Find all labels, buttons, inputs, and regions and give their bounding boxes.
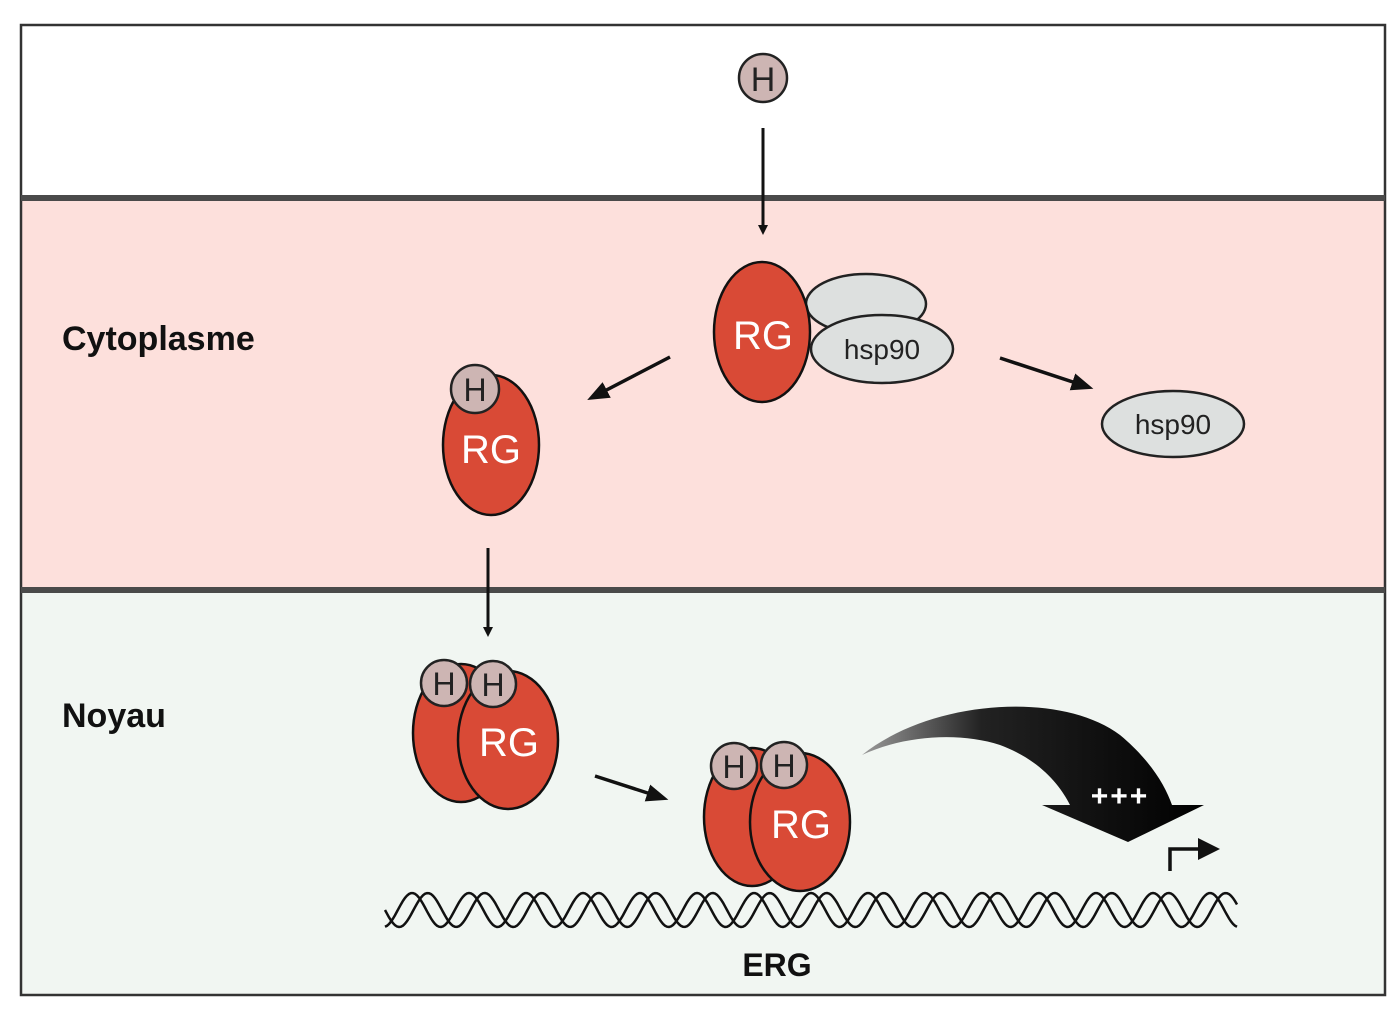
receptor-label: RG	[733, 314, 793, 358]
hormone-label: H	[722, 749, 745, 785]
receptor-label: RG	[771, 803, 831, 847]
bound-hormone	[759, 740, 809, 790]
dissociation-arrow-right	[999, 356, 1094, 391]
receptor-label: RG	[479, 721, 539, 765]
bound-hormone	[468, 659, 518, 709]
hormone-label: H	[751, 61, 776, 99]
bound-hormone	[709, 741, 759, 791]
activation-label: +++	[1091, 780, 1150, 813]
nucleus-zone	[21, 590, 1385, 995]
dna-binding-arrow	[594, 774, 669, 802]
hormone-label: H	[432, 666, 455, 702]
transactivation-arrow: +++	[862, 706, 1204, 842]
dna-strand-2	[384, 891, 1238, 929]
gene-label: ERG	[742, 947, 811, 983]
hormone-label: H	[481, 667, 504, 703]
hsp90-front	[809, 313, 955, 385]
dissociation-arrow-left	[587, 355, 671, 401]
hormone-label: H	[463, 372, 486, 408]
receptor	[712, 260, 812, 404]
bound-hormone	[419, 658, 469, 708]
hormone-label: H	[772, 748, 795, 784]
bound-hormone	[449, 363, 501, 415]
hormone-bound-receptor: H RG	[441, 363, 541, 517]
cytoplasm-label: Cytoplasme	[62, 320, 255, 358]
receptor-dimer: H H RG	[411, 658, 560, 811]
hsp90-label: hsp90	[1135, 409, 1211, 440]
hsp90-label: hsp90	[844, 334, 920, 365]
dna-strand-1	[383, 891, 1239, 929]
dna-double-helix	[383, 891, 1239, 929]
receptor-hsp90-complex: RG hsp90	[712, 260, 955, 404]
free-hsp90: hsp90	[1100, 389, 1246, 459]
free-hormone: H	[737, 52, 789, 104]
dna-bound-receptor-dimer: H H RG	[702, 740, 852, 893]
receptor-label: RG	[461, 428, 521, 472]
nucleus-label: Noyau	[62, 697, 166, 735]
extracellular-zone	[21, 25, 1385, 198]
transcription-start-icon	[1168, 838, 1220, 871]
diagram-frame	[19, 23, 1387, 997]
